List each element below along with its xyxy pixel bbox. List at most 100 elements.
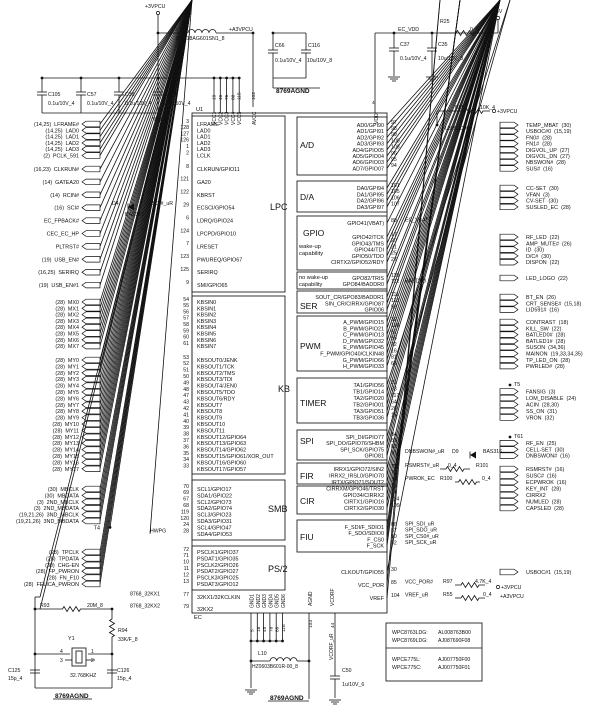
offpage-connector[interactable]: [499, 356, 519, 363]
offpage-connector[interactable]: [499, 465, 519, 473]
offpage-connector[interactable]: [81, 408, 101, 415]
offpage-connector[interactable]: [499, 246, 519, 253]
offpage-connector[interactable]: [81, 498, 101, 505]
offpage-connector[interactable]: [81, 217, 101, 224]
offpage-connector[interactable]: [81, 230, 101, 237]
offpage-connector[interactable]: [499, 498, 519, 505]
offpage-connector[interactable]: [499, 152, 519, 160]
offpage-connector[interactable]: [81, 342, 101, 350]
offpage-connector[interactable]: [499, 197, 519, 204]
offpage-connector[interactable]: [81, 369, 101, 376]
offpage-connector[interactable]: [499, 452, 519, 459]
offpage-connector[interactable]: [499, 259, 519, 266]
offpage-connector[interactable]: [499, 568, 519, 576]
offpage-connector[interactable]: [499, 388, 519, 395]
offpage-connector[interactable]: [81, 568, 101, 575]
offpage-connector[interactable]: [499, 159, 519, 166]
offpage-connector[interactable]: [81, 363, 101, 370]
offpage-connector[interactable]: [81, 452, 101, 460]
offpage-connector[interactable]: [81, 133, 101, 140]
offpage-connector[interactable]: [81, 120, 101, 128]
offpage-connector[interactable]: [81, 152, 101, 159]
offpage-connector[interactable]: [81, 433, 101, 440]
offpage-connector[interactable]: [499, 121, 519, 129]
offpage-connector[interactable]: [499, 318, 519, 326]
offpage-connector[interactable]: [81, 459, 101, 466]
offpage-connector[interactable]: [81, 492, 101, 499]
offpage-connector[interactable]: [81, 243, 101, 250]
offpage-connector[interactable]: [81, 324, 101, 331]
offpage-connector[interactable]: [499, 344, 519, 351]
offpage-connector[interactable]: [81, 178, 101, 186]
offpage-connector[interactable]: [499, 414, 519, 421]
offpage-connector[interactable]: [81, 548, 101, 556]
offpage-connector[interactable]: [81, 440, 101, 447]
offpage-connector[interactable]: [81, 139, 101, 147]
offpage-connector[interactable]: [81, 281, 101, 289]
offpage-connector[interactable]: [81, 336, 101, 343]
offpage-connector[interactable]: [81, 317, 101, 325]
offpage-connector[interactable]: [499, 337, 519, 345]
offpage-connector[interactable]: [499, 504, 519, 512]
offpage-connector[interactable]: [81, 191, 101, 198]
offpage-connector[interactable]: [499, 478, 519, 486]
offpage-connector[interactable]: [499, 401, 519, 408]
offpage-connector[interactable]: [81, 146, 101, 153]
offpage-connector[interactable]: [81, 165, 101, 173]
offpage-connector[interactable]: [81, 388, 101, 396]
offpage-connector[interactable]: [81, 256, 101, 263]
offpage-connector[interactable]: [499, 440, 519, 447]
offpage-connector[interactable]: [499, 128, 519, 135]
offpage-connector[interactable]: [499, 394, 519, 402]
offpage-connector[interactable]: [81, 311, 101, 318]
offpage-connector[interactable]: [81, 555, 101, 562]
offpage-connector[interactable]: [499, 362, 519, 370]
offpage-connector[interactable]: [499, 491, 519, 499]
offpage-connector[interactable]: [499, 134, 519, 141]
offpage-connector[interactable]: [499, 191, 519, 198]
offpage-connector[interactable]: [499, 300, 519, 307]
offpage-connector[interactable]: [81, 305, 101, 312]
signal-name: TEMP_MBAT: [526, 123, 559, 129]
offpage-connector[interactable]: [499, 331, 519, 338]
offpage-connector[interactable]: [81, 356, 101, 364]
offpage-connector[interactable]: [81, 485, 101, 493]
offpage-connector[interactable]: [81, 505, 101, 512]
offpage-connector[interactable]: [499, 293, 519, 301]
offpage-connector[interactable]: [81, 465, 101, 472]
offpage-connector[interactable]: [81, 330, 101, 337]
offpage-connector[interactable]: [499, 350, 519, 357]
offpage-connector[interactable]: [499, 146, 519, 153]
signal-name: MAINON: [526, 352, 548, 358]
offpage-connector[interactable]: [499, 472, 519, 479]
offpage-connector[interactable]: [499, 446, 519, 453]
offpage-connector[interactable]: [81, 204, 101, 211]
offpage-connector[interactable]: [499, 240, 519, 247]
offpage-connector[interactable]: [81, 574, 101, 581]
offpage-connector[interactable]: [499, 140, 519, 147]
offpage-connector[interactable]: [499, 165, 519, 172]
offpage-connector[interactable]: [499, 485, 519, 492]
offpage-connector[interactable]: [81, 580, 101, 588]
offpage-connector[interactable]: [81, 414, 101, 421]
offpage-connector[interactable]: [81, 127, 101, 134]
offpage-connector[interactable]: [81, 511, 101, 518]
offpage-connector[interactable]: [81, 561, 101, 568]
offpage-connector[interactable]: [499, 252, 519, 260]
offpage-connector[interactable]: [81, 298, 101, 306]
signal-label: (28) MY8: [55, 409, 79, 415]
offpage-connector[interactable]: [81, 382, 101, 389]
offpage-connector[interactable]: [499, 274, 519, 282]
offpage-connector[interactable]: [499, 184, 519, 192]
offpage-connector[interactable]: [81, 517, 101, 525]
pin-name: F_SCK: [367, 544, 385, 550]
offpage-connector[interactable]: [499, 325, 519, 332]
signal-label: (28) MY2: [55, 371, 79, 377]
offpage-connector[interactable]: [81, 395, 101, 402]
offpage-connector[interactable]: [81, 446, 101, 453]
offpage-connector[interactable]: [499, 233, 519, 241]
offpage-connector[interactable]: [499, 203, 519, 211]
offpage-connector[interactable]: [81, 269, 101, 276]
offpage-connector[interactable]: [499, 306, 519, 313]
offpage-connector[interactable]: [499, 407, 519, 415]
